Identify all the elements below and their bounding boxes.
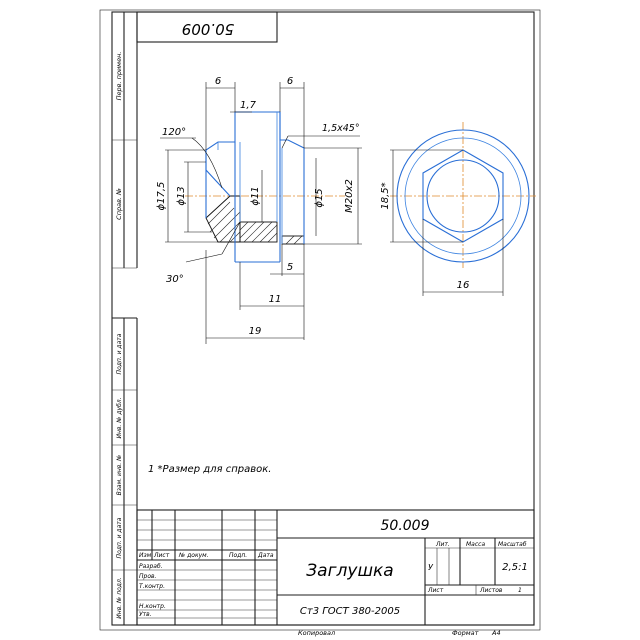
side-vzam-inv: Взам. инв. №: [116, 455, 123, 496]
footer-format: Формат: [452, 629, 479, 637]
end-view-mid-circle: [404, 137, 522, 255]
dim-16-label: 16: [457, 280, 470, 291]
tb-row-nkontr: Н.контр.: [139, 603, 166, 610]
tb-name: Заглушка: [306, 561, 393, 581]
outer-frame: [99, 9, 541, 631]
dim-d17-5-label: ϕ17,5: [156, 182, 167, 211]
end-view-outer-circle: [396, 129, 530, 263]
side-podp-data-2: Подп. и дата: [116, 517, 123, 558]
dim-6-right-label: 6: [287, 76, 293, 87]
tb-sheets-value: 1: [518, 587, 522, 594]
section-dimensions: 6 6 1,7 1,5x45° 120° 30° ϕ17,5: [156, 76, 362, 344]
side-perv-primen: Перв. примен.: [115, 52, 123, 101]
end-view-inner-circle: [426, 159, 500, 233]
title-block: Изм Лист № докум. Подп. Дата Разраб. Про…: [136, 509, 535, 626]
dim-d15-label: ϕ15: [314, 188, 325, 207]
dim-d13-label: ϕ13: [176, 186, 187, 205]
tb-lit-header: Лит.: [435, 541, 450, 548]
tb-row-razrab: Разраб.: [139, 563, 163, 570]
tb-material: Ст3 ГОСТ 380-2005: [300, 606, 400, 617]
dim-18-5-label: 18,5*: [380, 182, 391, 209]
dim-d11-label: ϕ11: [250, 186, 261, 205]
top-code-text: 50.009: [182, 20, 235, 38]
footer-kopiroval: Копировал: [298, 629, 335, 637]
tb-sheet-label: Лист: [427, 587, 444, 594]
tb-header-podp: Подп.: [229, 552, 247, 559]
side-stamp: Перв. примен. Справ. № Подп. и дата Инв.…: [112, 12, 138, 625]
footer-format-value: А4: [491, 629, 501, 637]
tb-lit-value: У: [428, 563, 434, 572]
dim-1-7-label: 1,7: [240, 100, 257, 111]
tb-header-izm: Изм: [139, 552, 152, 559]
dim-11-label: 11: [269, 294, 282, 305]
side-sprav-no: Справ. №: [115, 188, 123, 220]
side-podp-data-1: Подп. и дата: [116, 333, 123, 374]
end-view: 18,5* 16: [380, 122, 536, 296]
tb-row-prov: Пров.: [139, 573, 157, 580]
tb-header-doc: № докум.: [178, 552, 209, 559]
dim-angle-30-label: 30°: [166, 274, 184, 285]
section-view: 6 6 1,7 1,5x45° 120° 30° ϕ17,5: [156, 76, 362, 344]
tb-designation: 50.009: [381, 518, 430, 534]
dim-chamfer-label: 1,5x45°: [322, 123, 360, 134]
top-code-box: 50.009: [136, 11, 278, 43]
tb-header-data: Дата: [257, 552, 274, 559]
dim-angle-120-label: 120°: [162, 127, 186, 138]
dim-6-left-label: 6: [215, 76, 221, 87]
side-inv-dubl: Инв. № дубл.: [116, 397, 123, 438]
tb-massa-header: Масса: [466, 541, 485, 548]
dim-thread-label: M20x2: [344, 179, 355, 213]
tb-scale-value: 2,5:1: [502, 562, 528, 573]
tb-masshtab-header: Масштаб: [498, 541, 527, 548]
dim-5-label: 5: [287, 262, 293, 273]
drawing-note: 1 *Размер для справок.: [148, 464, 271, 475]
side-inv-podl: Инв. № подл.: [116, 577, 123, 618]
dim-19-label: 19: [249, 326, 262, 337]
tb-header-list: Лист: [153, 552, 170, 559]
tb-row-tkontr: Т.контр.: [139, 583, 165, 590]
tb-sheets-label: Листов: [479, 587, 503, 594]
tb-row-utv: Утв.: [139, 611, 152, 618]
